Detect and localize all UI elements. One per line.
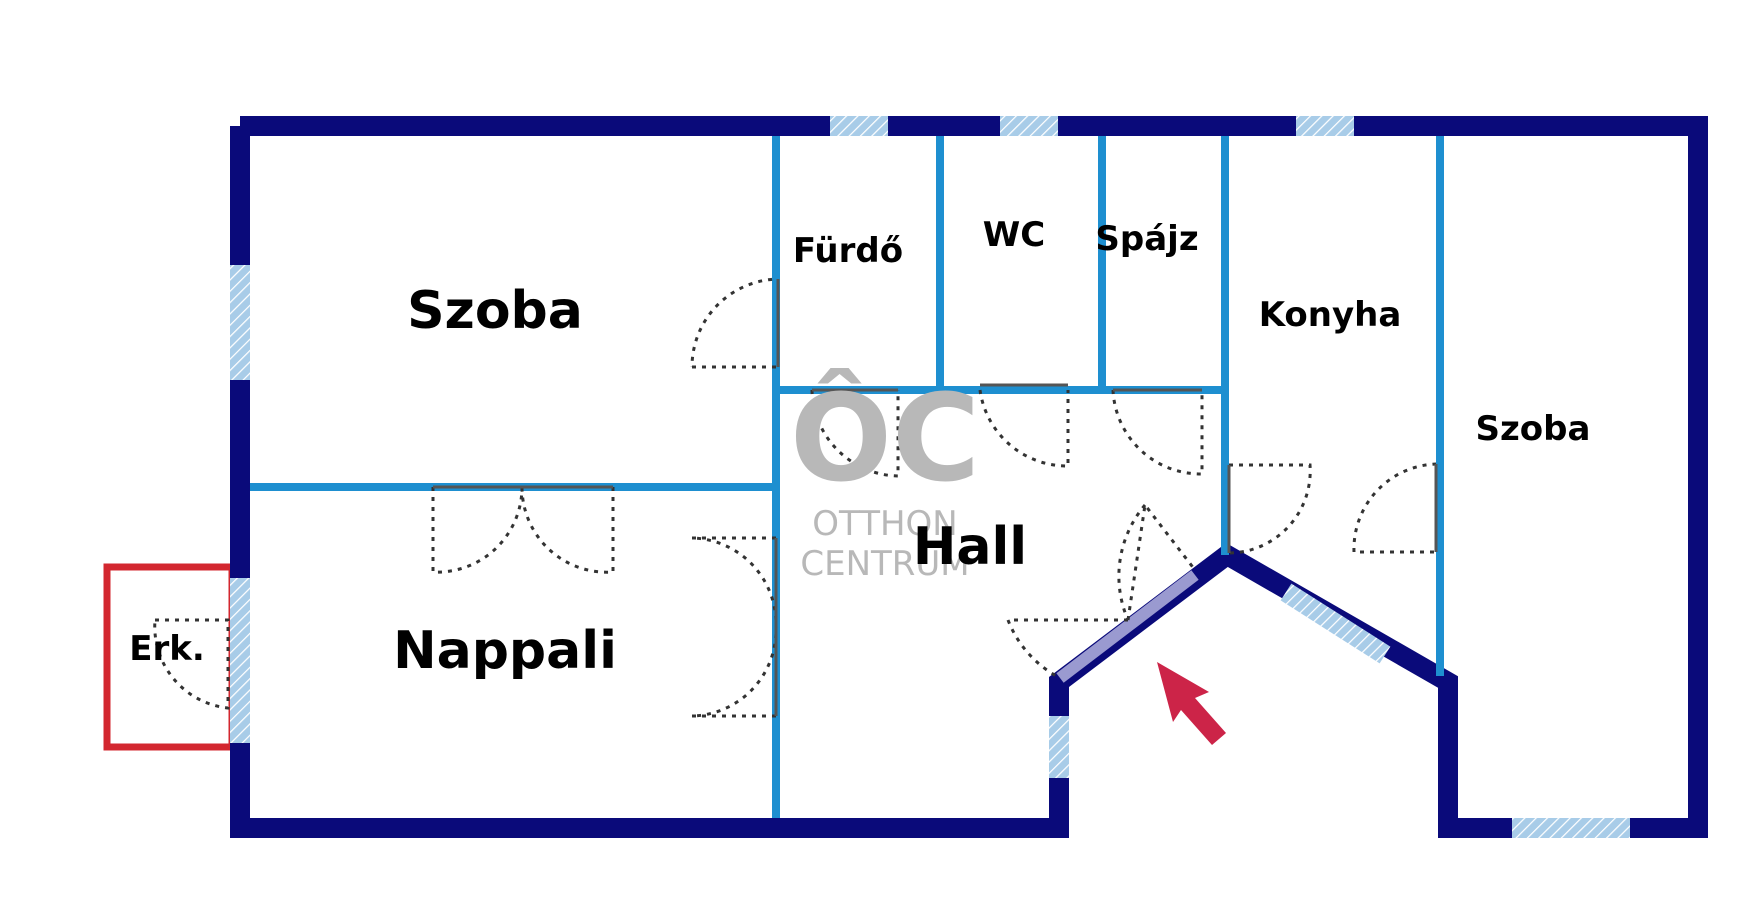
window [1000, 116, 1058, 136]
room-label-szoba-right: Szoba [1476, 409, 1591, 449]
room-label-spajz: Spájz [1095, 219, 1198, 259]
window [1280, 583, 1391, 664]
watermark-line1: OTTHON [812, 504, 957, 544]
window [1512, 818, 1630, 838]
door-leaves [433, 279, 1438, 716]
door-swing [1228, 463, 1312, 555]
room-label-konyha: Konyha [1259, 295, 1402, 335]
room-label-wc: WC [983, 215, 1045, 255]
door-swing [691, 626, 778, 718]
window [1296, 116, 1354, 136]
windows [230, 116, 1630, 838]
door-swing [1126, 501, 1197, 621]
room-label-furdo: Fürdő [793, 231, 903, 271]
watermark-logo-letters: ÔC [790, 369, 980, 509]
room-label-szoba-left: Szoba [407, 281, 583, 341]
door-swing [1111, 389, 1204, 476]
watermark-line2: CENTRUM [800, 544, 969, 584]
window [1049, 716, 1069, 778]
window [230, 578, 250, 743]
room-label-nappali: Nappali [393, 621, 617, 681]
room-label-erkely: Erk. [129, 629, 205, 669]
door-swing [690, 277, 780, 369]
entrance-arrow-icon [1157, 662, 1226, 745]
door-swing [691, 536, 778, 628]
door-swing [978, 389, 1070, 468]
door-swing [1352, 462, 1438, 554]
window [830, 116, 888, 136]
door-swing [520, 486, 615, 574]
entrance-door-panel [1056, 570, 1199, 683]
door-swings [153, 277, 1438, 718]
door-swing [1005, 618, 1128, 680]
room-label-hall: Hall [913, 517, 1027, 577]
window [230, 265, 250, 380]
door-swing [1117, 504, 1147, 621]
door-swing [431, 486, 524, 574]
door-swing [810, 389, 900, 478]
otthon-centrum-logo: ÔC OTTHON CENTRUM [790, 369, 980, 584]
